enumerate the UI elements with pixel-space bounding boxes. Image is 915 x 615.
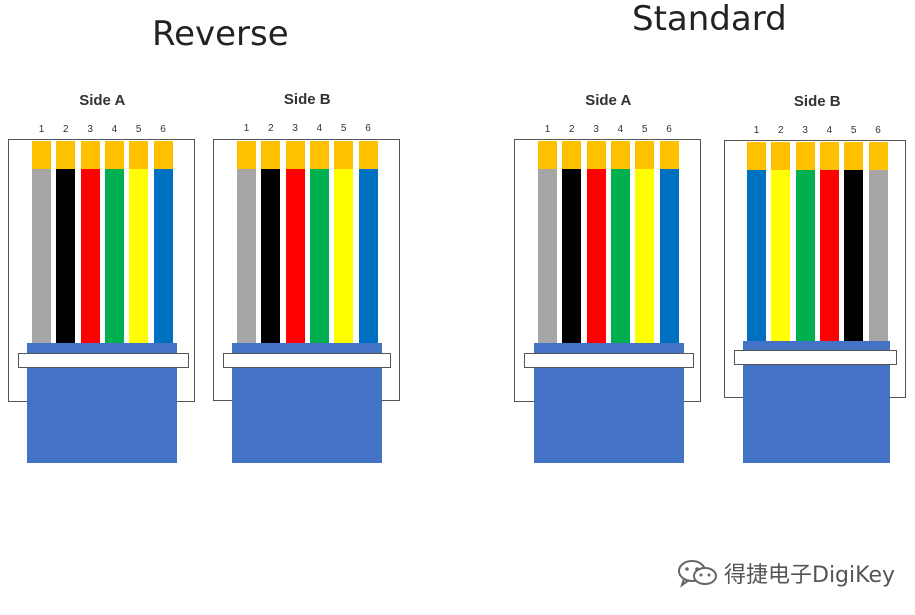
- wire-red: [586, 169, 606, 343]
- pin-contact: [844, 142, 864, 170]
- pin-number: 2: [268, 123, 274, 134]
- strain-relief: [27, 343, 177, 355]
- latch-bar: [734, 350, 897, 365]
- pin-contact: [868, 142, 888, 170]
- side-label: Side A: [585, 92, 632, 109]
- wire-green: [104, 169, 124, 343]
- latch-bar: [18, 353, 189, 368]
- pin-contact: [795, 142, 815, 170]
- wire-black: [261, 169, 281, 343]
- strain-relief: [743, 341, 890, 352]
- pin-contact: [129, 141, 149, 169]
- wire-green: [309, 169, 329, 343]
- pin-contact: [819, 142, 839, 170]
- wire-gray: [237, 169, 256, 343]
- pin-number: 4: [826, 125, 833, 136]
- pin-contact: [153, 141, 173, 169]
- pin-contact: [586, 141, 606, 169]
- pin-number: 3: [292, 123, 298, 134]
- wire-green: [610, 169, 630, 343]
- wire-blue: [659, 169, 679, 343]
- pin-number: 2: [569, 124, 575, 135]
- wire-blue: [358, 169, 378, 343]
- pin-contact: [56, 141, 76, 169]
- pin-contact: [237, 141, 256, 169]
- reverse-title: Reverse: [152, 14, 289, 54]
- pin-number: 3: [593, 124, 599, 135]
- pin-contact: [80, 141, 100, 169]
- pin-number: 5: [850, 125, 857, 136]
- standard-title: Standard: [632, 0, 787, 39]
- pin-contact: [610, 141, 630, 169]
- wire-yellow: [129, 169, 149, 343]
- wire-gray: [868, 170, 888, 341]
- strain-relief: [232, 343, 382, 355]
- cable-jacket: [232, 368, 382, 463]
- wire-black: [562, 169, 582, 343]
- pin-contact: [659, 141, 679, 169]
- side-label: Side B: [793, 93, 841, 110]
- wire-yellow: [635, 169, 655, 343]
- strain-relief: [534, 343, 684, 355]
- latch-bar: [223, 353, 391, 368]
- cable-jacket: [534, 368, 684, 463]
- wire-green: [795, 170, 815, 341]
- pin-contact: [261, 141, 281, 169]
- pin-number: 1: [243, 123, 250, 134]
- pin-contact: [538, 141, 557, 169]
- pin-number: 2: [778, 125, 784, 136]
- wechat-logo-icon: [678, 560, 717, 588]
- cable-jacket: [27, 368, 177, 463]
- pin-contact: [635, 141, 655, 169]
- pin-number: 3: [87, 124, 93, 135]
- wire-red: [80, 169, 100, 343]
- pin-contact: [334, 141, 354, 169]
- side-label: Side B: [283, 91, 331, 108]
- pin-number: 4: [111, 124, 118, 135]
- pin-contact: [358, 141, 378, 169]
- wire-black: [56, 169, 76, 343]
- wire-gray: [538, 169, 557, 343]
- wire-yellow: [334, 169, 354, 343]
- pin-contact: [32, 141, 51, 169]
- pin-number: 1: [544, 124, 551, 135]
- pin-number: 5: [340, 123, 347, 134]
- pin-number: 4: [617, 124, 624, 135]
- wire-gray: [32, 169, 51, 343]
- pin-contact: [771, 142, 791, 170]
- pin-contact: [104, 141, 124, 169]
- pin-contact: [285, 141, 305, 169]
- wire-red: [819, 170, 839, 341]
- wire-blue: [153, 169, 173, 343]
- pin-number: 6: [875, 125, 881, 136]
- wire-black: [844, 170, 864, 341]
- pin-number: 1: [753, 125, 760, 136]
- wire-yellow: [771, 170, 791, 341]
- pin-contact: [309, 141, 329, 169]
- pin-contact: [562, 141, 582, 169]
- watermark: 得捷电子DigiKey: [676, 556, 895, 590]
- cable-jacket: [743, 364, 890, 463]
- wire-red: [285, 169, 305, 343]
- side-label: Side A: [79, 92, 126, 109]
- pin-number: 6: [365, 123, 371, 134]
- pin-contact: [747, 142, 766, 170]
- wire-blue: [747, 170, 766, 341]
- latch-bar: [524, 353, 694, 368]
- pin-number: 6: [160, 124, 166, 135]
- watermark-text: 得捷电子DigiKey: [724, 563, 896, 588]
- pin-number: 4: [316, 123, 323, 134]
- pin-number: 1: [38, 124, 45, 135]
- pin-number: 3: [802, 125, 808, 136]
- pin-number: 5: [641, 124, 648, 135]
- pin-number: 2: [63, 124, 69, 135]
- pin-number: 5: [135, 124, 142, 135]
- pin-number: 6: [666, 124, 672, 135]
